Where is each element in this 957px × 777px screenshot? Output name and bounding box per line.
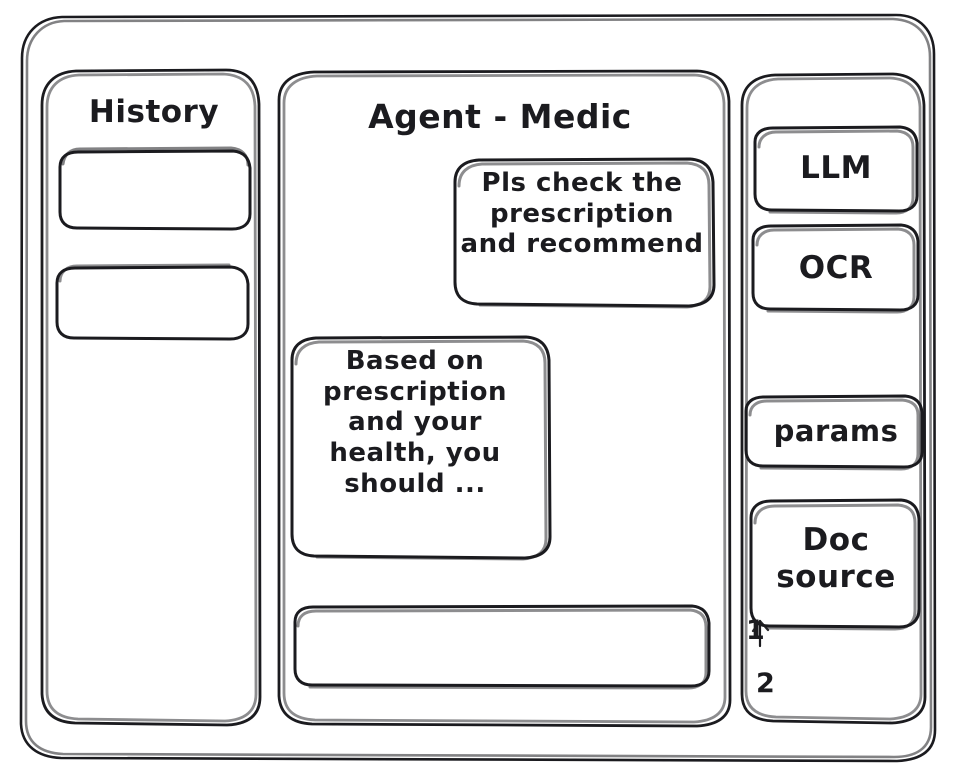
history-panel-title: History [88, 94, 220, 130]
chip-ocr-label: OCR [798, 250, 874, 286]
history-item-1[interactable] [60, 151, 250, 229]
chip-params-outline [744, 394, 924, 471]
doc-list-item-2[interactable]: 2 [756, 668, 776, 699]
assistant-message-text: Based on prescription and your health, y… [322, 346, 507, 499]
history-panel-outline [40, 68, 262, 727]
chip-llm-label: LLM [800, 150, 872, 186]
history-item-1-outline [58, 146, 252, 231]
conversation-panel-outline [277, 69, 732, 728]
window-frame [19, 13, 937, 763]
message-input[interactable] [295, 606, 709, 686]
user-message-outline [453, 157, 716, 309]
history-item-2-outline [55, 263, 250, 341]
chip-ocr-outline [751, 223, 920, 314]
tools-panel-outline [740, 72, 927, 725]
chip-ocr-button[interactable] [753, 225, 918, 310]
assistant-message-outline [290, 335, 552, 561]
doc-source-connector [751, 619, 770, 648]
chip-params-button[interactable] [746, 396, 922, 467]
chip-doc-source-button[interactable] [751, 500, 919, 627]
assistant-message-bubble [292, 337, 550, 558]
user-message-text: Pls check the prescription and recommend [460, 168, 704, 260]
page-title: Agent - Medic [368, 97, 632, 136]
chip-params-label: params [773, 414, 899, 448]
message-input-outline [293, 604, 711, 690]
chip-llm-button[interactable] [755, 127, 917, 211]
history-item-2[interactable] [57, 267, 248, 339]
user-message-bubble [455, 159, 714, 306]
chip-doc-source-label: Doc source [776, 522, 896, 595]
doc-list-item-1[interactable]: 1 [746, 615, 766, 646]
chip-llm-outline [753, 125, 919, 215]
